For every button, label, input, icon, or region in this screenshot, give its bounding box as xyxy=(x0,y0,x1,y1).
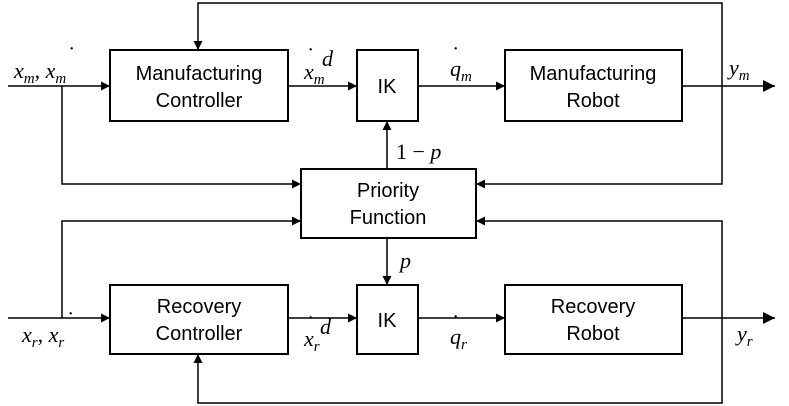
manufacturing-controller-label-2: Controller xyxy=(156,90,243,112)
cmd-bottom-label: xr d ˙ xyxy=(303,311,332,355)
recovery-robot-label-1: Recovery xyxy=(551,296,635,318)
manufacturing-robot-label-1: Manufacturing xyxy=(530,63,657,85)
wire-input-bottom-to-priority xyxy=(61,216,301,318)
manufacturing-robot-label-2: Robot xyxy=(566,90,620,112)
recovery-robot-block: Recovery Robot xyxy=(504,284,683,355)
recovery-controller-block: Recovery Controller xyxy=(109,284,289,355)
svg-text:d: d xyxy=(322,46,334,71)
wire-out-top-to-priority xyxy=(476,86,723,189)
input-top-label: xm, xm ˙ xyxy=(13,42,75,87)
svg-text:˙: ˙ xyxy=(307,43,314,68)
svg-text:xm, xm: xm, xm xyxy=(13,58,66,87)
svg-text:˙: ˙ xyxy=(452,42,459,67)
wire-feedback-bottom xyxy=(193,318,723,404)
priority-function-block: Priority Function xyxy=(300,168,477,239)
svg-text:d: d xyxy=(320,314,332,339)
out-top-label: ym xyxy=(727,55,750,84)
recovery-robot-label-2: Robot xyxy=(566,323,620,345)
ik-bottom-label: IK xyxy=(378,310,398,332)
ik-top-label: IK xyxy=(378,76,398,98)
recovery-controller-label-1: Recovery xyxy=(157,296,241,318)
svg-text:˙: ˙ xyxy=(452,310,459,335)
svg-text:˙: ˙ xyxy=(68,42,75,67)
qdot-top-label: qm ˙ xyxy=(450,42,472,85)
priority-function-label-1: Priority xyxy=(357,180,419,202)
wire-feedback-top xyxy=(193,2,723,86)
manufacturing-robot-block: Manufacturing Robot xyxy=(504,49,683,122)
svg-text:˙: ˙ xyxy=(67,307,74,332)
svg-text:xm: xm xyxy=(303,59,325,88)
svg-text:qr: qr xyxy=(450,324,467,353)
qdot-bottom-label: qr ˙ xyxy=(450,310,467,353)
svg-text:xr, xr: xr, xr xyxy=(21,322,64,351)
manufacturing-controller-label-1: Manufacturing xyxy=(136,63,263,85)
input-bottom-label: xr, xr ˙ xyxy=(21,307,74,351)
wire-out-bottom-to-priority xyxy=(476,216,723,318)
svg-text:qm: qm xyxy=(450,56,472,85)
out-bottom-label: yr xyxy=(735,321,753,350)
svg-text:xr: xr xyxy=(303,326,320,355)
weight-top-label: 1 − p xyxy=(396,139,441,164)
manufacturing-controller-block: Manufacturing Controller xyxy=(109,49,289,122)
recovery-controller-label-2: Controller xyxy=(156,323,243,345)
ik-bottom-block: IK xyxy=(356,284,419,355)
priority-function-label-2: Function xyxy=(350,207,427,229)
ik-top-block: IK xyxy=(356,49,419,122)
svg-text:˙: ˙ xyxy=(307,311,314,336)
weight-bottom-label: p xyxy=(398,248,411,273)
cmd-top-label: xm d ˙ xyxy=(303,43,334,88)
wire-input-top-to-priority xyxy=(61,86,301,189)
